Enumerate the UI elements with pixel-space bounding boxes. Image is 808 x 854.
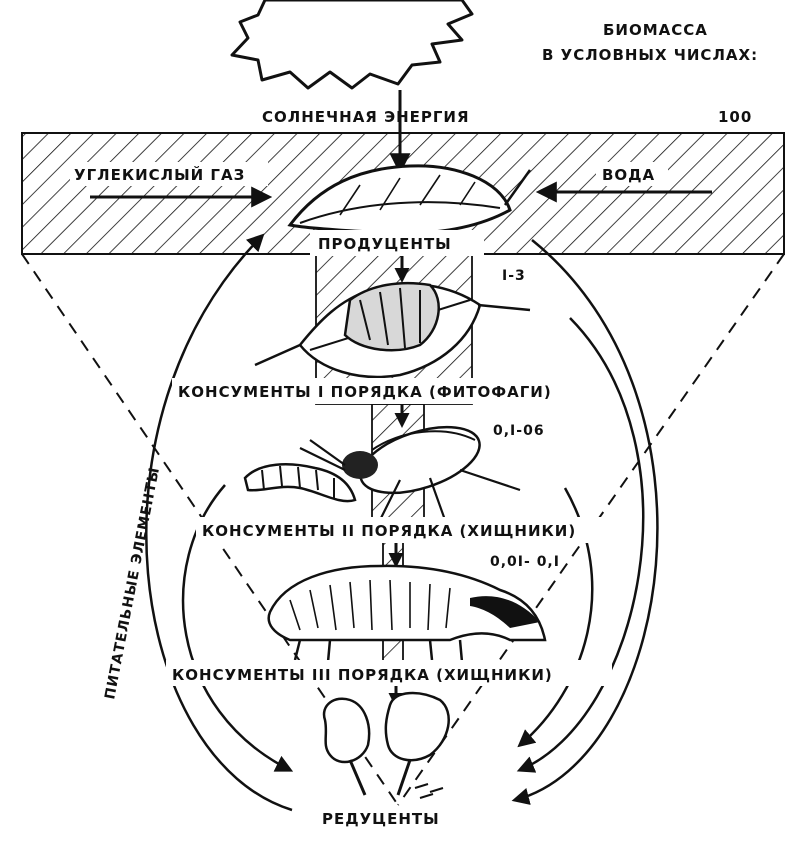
solar-energy-label: СОЛНЕЧНАЯ ЭНЕРГИЯ xyxy=(262,108,470,126)
level3-value: 0,0I- 0,I xyxy=(490,554,560,570)
larva-icon xyxy=(243,463,357,503)
producer-value: 100 xyxy=(718,108,752,126)
level1-value: I-3 xyxy=(502,268,526,284)
level2-value: 0,I-06 xyxy=(493,423,545,439)
producers-label: ПРОДУЦЕНТЫ xyxy=(318,235,452,253)
water-label: ВОДА xyxy=(602,166,655,184)
sun-icon xyxy=(230,0,474,90)
beetle-icon xyxy=(299,425,521,521)
badger-icon xyxy=(267,564,547,663)
level3-label: КОНСУМЕНТЫ III ПОРЯДКА (ХИЩНИКИ) xyxy=(172,666,553,684)
legend-line2: В УСЛОВНЫХ ЧИСЛАХ: xyxy=(542,46,758,64)
reducers-label: РЕДУЦЕНТЫ xyxy=(322,810,440,828)
nutrient-arrow-right-outer xyxy=(511,239,659,805)
legend-line1: БИОМАССА xyxy=(603,21,708,39)
nutrient-arrow-right-mid xyxy=(516,317,645,773)
co2-label: УГЛЕКИСЛЫЙ ГАЗ xyxy=(74,165,245,184)
caterpillar-icon xyxy=(254,281,531,379)
mushroom-icon xyxy=(322,691,450,799)
nutrient-arrow-left-outer xyxy=(145,233,293,812)
level1-label: КОНСУМЕНТЫ I ПОРЯДКА (ФИТОФАГИ) xyxy=(178,383,552,401)
level2-label: КОНСУМЕНТЫ II ПОРЯДКА (ХИЩНИКИ) xyxy=(202,522,576,540)
nutrients-side-label: ПИТАТЕЛЬНЫЕ ЭЛЕМЕНТЫ xyxy=(102,465,163,700)
